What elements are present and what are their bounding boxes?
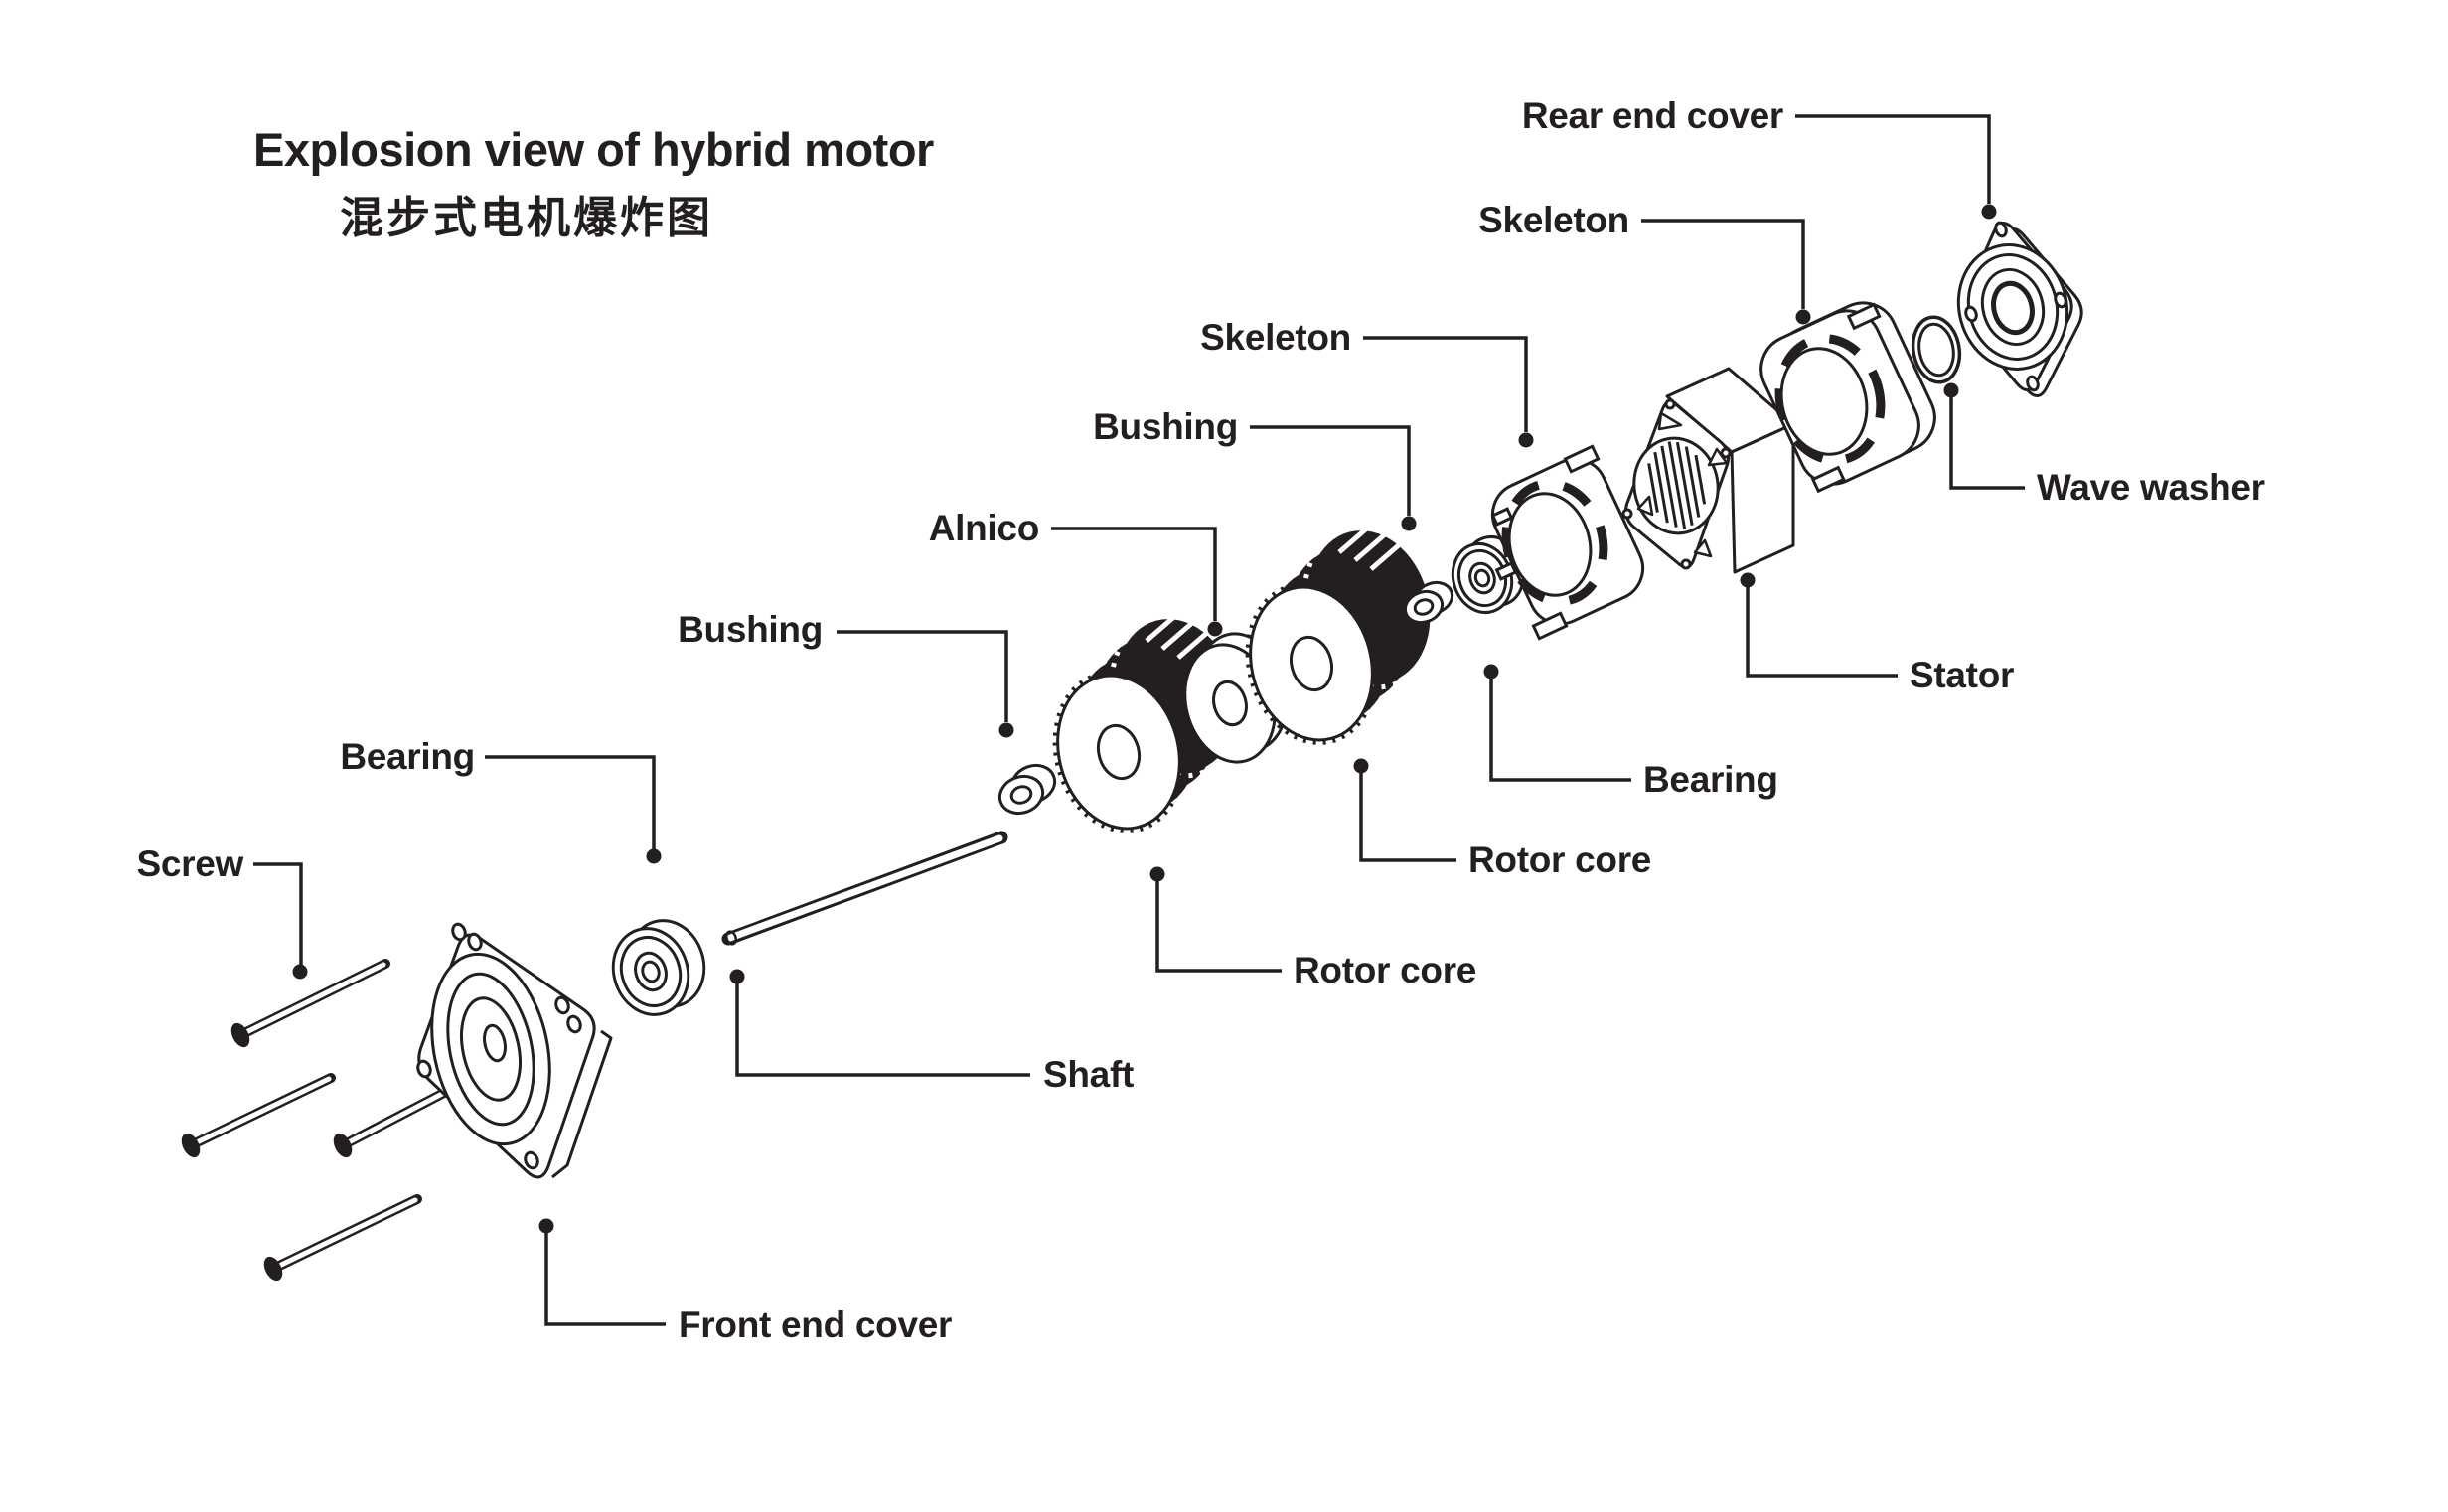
bushing-left-part	[997, 763, 1057, 816]
leader-lines	[253, 114, 2025, 1326]
diagram-title-english: Explosion view of hybrid motor	[253, 123, 934, 176]
leader-front-end-cover	[538, 1218, 666, 1326]
leader-rotor-core-right	[1353, 758, 1456, 862]
diagram-title-chinese: 混步式电机爆炸图	[340, 194, 713, 242]
screw-1	[230, 959, 390, 1048]
front-end-cover-part	[416, 922, 613, 1179]
leader-bushing-left	[837, 630, 1014, 738]
leader-shaft	[729, 969, 1030, 1077]
screw-2	[181, 1073, 336, 1158]
label-skeleton-front: Skeleton	[1200, 317, 1351, 358]
leader-bearing-right	[1483, 664, 1631, 782]
label-bushing-left: Bushing	[678, 609, 823, 650]
stator-part	[1621, 367, 1795, 574]
label-bearing-right: Bearing	[1643, 759, 1778, 800]
skeleton-rear-part	[1760, 301, 1936, 494]
wave-washer-part	[1911, 315, 1962, 384]
leader-bushing-right	[1250, 425, 1417, 531]
label-shaft: Shaft	[1043, 1054, 1135, 1095]
leader-rear-end-cover	[1795, 114, 1997, 220]
label-screw: Screw	[136, 843, 243, 884]
leader-skeleton-front	[1363, 336, 1534, 448]
label-skeleton-rear: Skeleton	[1478, 200, 1629, 240]
bearing-right-part	[1451, 535, 1526, 614]
label-stator: Stator	[1910, 655, 2015, 695]
rear-end-cover-part	[1956, 221, 2083, 397]
label-alnico: Alnico	[928, 508, 1040, 548]
label-rotor-core-bottom: Rotor core	[1294, 950, 1477, 990]
leader-bearing-left	[485, 755, 662, 864]
label-rotor-core-right: Rotor core	[1468, 839, 1652, 880]
leader-screw	[253, 862, 308, 980]
leader-stator	[1740, 572, 1898, 678]
leader-skeleton-rear	[1641, 219, 1811, 325]
label-bushing-right: Bushing	[1093, 406, 1238, 447]
screw-parts	[181, 959, 472, 1282]
leader-wave-washer	[1943, 382, 2025, 490]
label-wave-washer: Wave washer	[2037, 467, 2265, 508]
screw-4	[263, 1194, 422, 1282]
leader-alnico	[1051, 527, 1223, 637]
leader-rotor-core-bottom	[1149, 866, 1282, 973]
label-rear-end-cover: Rear end cover	[1521, 95, 1783, 136]
bushing-right-part	[1403, 580, 1454, 625]
shaft-part	[721, 831, 1008, 946]
skeleton-front-part	[1490, 444, 1645, 641]
label-bearing-left: Bearing	[340, 736, 475, 777]
bearing-left-part	[611, 919, 706, 1016]
label-front-end-cover: Front end cover	[679, 1304, 953, 1345]
